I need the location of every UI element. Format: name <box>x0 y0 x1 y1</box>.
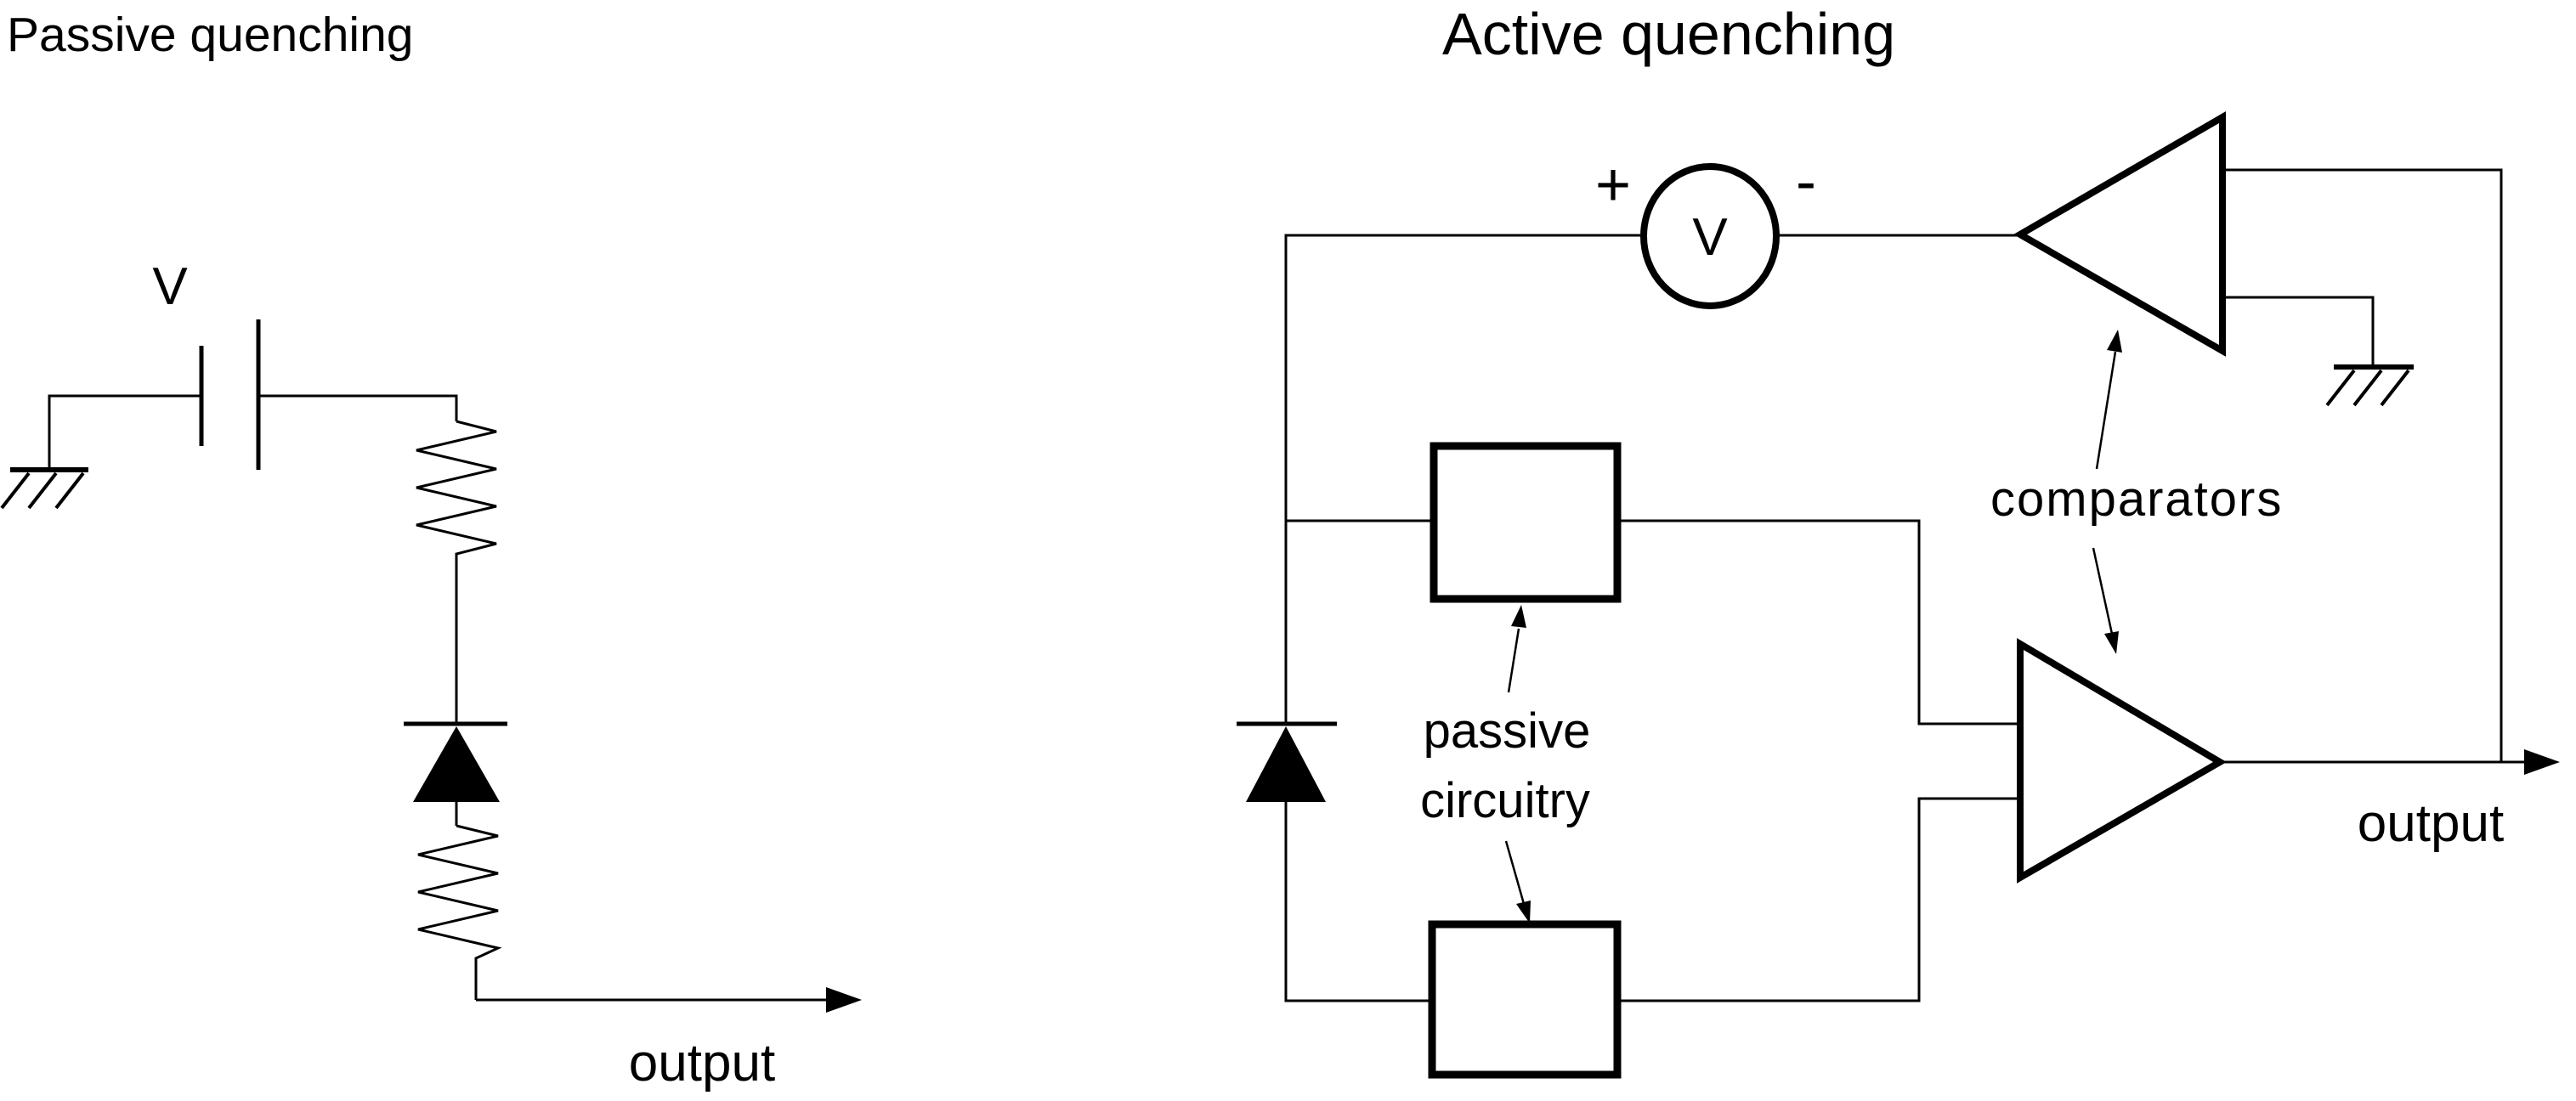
comparators-label: comparators <box>1990 471 2283 527</box>
annotation-arrow-to-bottom-box <box>1504 840 1531 923</box>
diode-triangle <box>1246 726 1326 802</box>
passive-circuitry-label: passive circuitry <box>1420 703 1590 828</box>
active-section-title: Active quenching <box>1442 1 1895 67</box>
annotation-arrow-to-bottom-comparator <box>2092 547 2119 654</box>
output-arrow <box>2220 749 2560 775</box>
voltmeter-label: V <box>1692 208 1728 267</box>
arrowhead-icon <box>2107 330 2122 353</box>
wire <box>1284 234 1640 724</box>
resistor-icon <box>416 420 497 561</box>
ground-hatch <box>2380 369 2410 407</box>
voltmeter-icon: V <box>1640 163 1780 309</box>
wire <box>1284 802 1432 1002</box>
passive-circuitry-label-line1: passive <box>1424 703 1591 759</box>
arrowhead-icon <box>2104 631 2119 654</box>
passive-circuitry-label-line2: circuitry <box>1420 773 1590 828</box>
arrow-shaft <box>1504 840 1526 905</box>
arrowhead-icon <box>1511 605 1526 628</box>
arrowhead-icon <box>2524 749 2560 775</box>
passive-quenching-circuit: Passive quenching V <box>0 8 862 1093</box>
ground-hatch <box>54 471 85 510</box>
wire <box>1617 519 2020 726</box>
wire <box>1617 797 2020 1002</box>
voltmeter-plus-label: + <box>1595 151 1631 219</box>
ground-hatch <box>27 471 58 510</box>
battery-icon <box>199 319 261 470</box>
passive-circuitry-box-bottom <box>1428 920 1622 1079</box>
annotation-arrow-to-top-box <box>1507 605 1526 693</box>
ground-icon <box>0 467 88 510</box>
battery-voltage-label: V <box>152 257 188 316</box>
passive-circuitry-box-top <box>1430 442 1622 603</box>
photodiode-icon <box>404 721 507 802</box>
wire <box>258 394 458 421</box>
wire <box>48 394 201 470</box>
feedback-wire <box>2222 168 2503 762</box>
voltmeter-minus-label: - <box>1796 148 1816 216</box>
ground-hatch <box>0 471 31 510</box>
wire <box>2222 296 2375 365</box>
ground-hatch <box>2352 369 2383 407</box>
top-comparator-icon <box>2013 111 2226 357</box>
arrow-shaft <box>2095 351 2117 470</box>
arrowhead-icon <box>826 987 862 1013</box>
bottom-comparator-icon <box>2017 637 2227 884</box>
ground-hatch <box>2325 369 2356 407</box>
resistor-icon <box>417 824 502 1000</box>
active-output-label: output <box>2358 794 2504 853</box>
photodiode-icon <box>1237 721 1337 802</box>
passive-section-title: Passive quenching <box>7 8 414 62</box>
ground-icon <box>2325 364 2414 407</box>
diode-triangle <box>413 726 500 802</box>
arrow-shaft <box>2092 547 2114 635</box>
annotation-arrow-to-top-comparator <box>2095 330 2122 470</box>
output-arrow <box>476 987 862 1013</box>
arrow-shaft <box>1507 628 1520 693</box>
arrowhead-icon <box>1516 901 1531 923</box>
active-quenching-circuit: Active quenching V + - <box>1237 1 2560 1079</box>
passive-output-label: output <box>629 1034 775 1093</box>
